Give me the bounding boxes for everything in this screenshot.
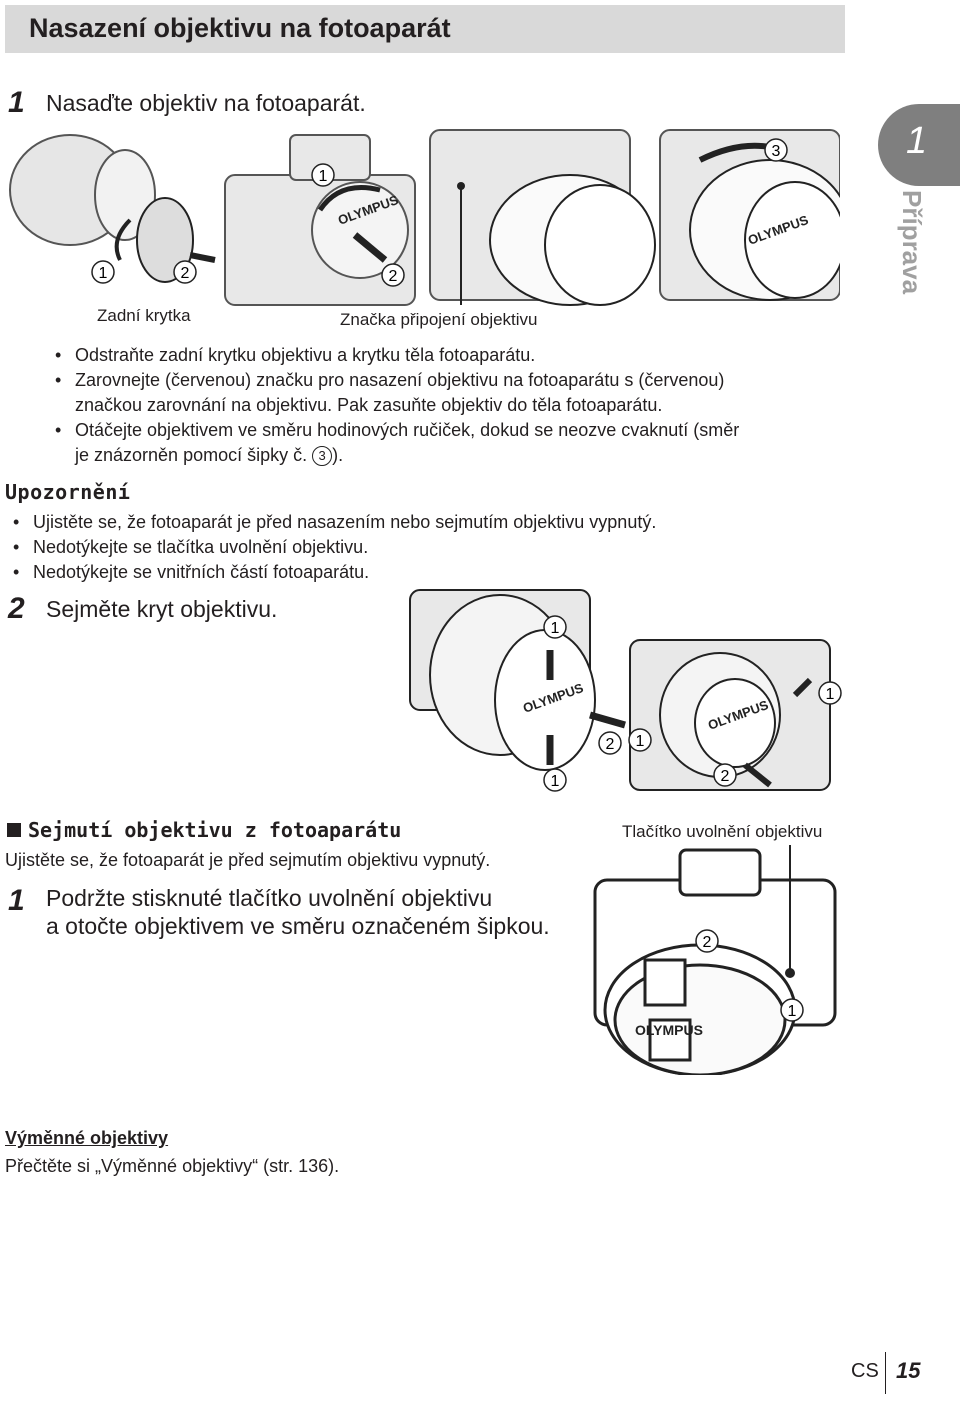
bullet-3: Otáčejte objektivem ve směru hodinových … bbox=[55, 418, 739, 443]
marker-1b: 1 bbox=[319, 168, 328, 185]
chapter-tab: 1 bbox=[878, 104, 960, 186]
removal-note: Ujistěte se, že fotoaparát je před sejmu… bbox=[5, 850, 491, 870]
removal-step-line2: a otočte objektivem ve směru označeném š… bbox=[46, 913, 550, 939]
marker-s2-1a: 1 bbox=[551, 620, 560, 637]
removal-heading: Sejmutí objektivu z fotoaparátu bbox=[28, 818, 402, 842]
arrow-ref-marker: 3 bbox=[312, 446, 333, 467]
step2-number: 2 bbox=[8, 592, 25, 625]
marker-s2-2b: 2 bbox=[721, 768, 730, 785]
bullet-2-cont: značkou zarovnání na objektivu. Pak zasu… bbox=[75, 395, 663, 415]
step1-number: 1 bbox=[8, 86, 25, 119]
caution-item-2: Nedotýkejte se tlačítka uvolnění objekti… bbox=[13, 535, 368, 560]
caution-heading: Upozornění bbox=[5, 480, 131, 504]
camera-body-3 bbox=[659, 129, 840, 301]
removal-step-line1: Podržte stisknuté tlačítko uvolnění obje… bbox=[46, 885, 493, 911]
step2-title: Sejměte kryt objektivu. bbox=[46, 596, 278, 622]
bullet-1: Odstraňte zadní krytku objektivu a krytk… bbox=[55, 343, 535, 368]
release-button-label: Tlačítko uvolnění objektivu bbox=[622, 822, 823, 841]
marker-s2-1d: 1 bbox=[826, 686, 835, 703]
chapter-number: 1 bbox=[906, 120, 928, 162]
interchangeable-heading: Výměnné objektivy bbox=[5, 1128, 169, 1148]
lens-cap-illustration: 1 1 2 1 1 2 OLYMPUS OLYMPUS bbox=[409, 589, 842, 792]
marker-s2-2a: 2 bbox=[606, 736, 615, 753]
marker-1a: 1 bbox=[99, 265, 108, 282]
lens-rear-view bbox=[9, 134, 194, 283]
marker-2b: 2 bbox=[389, 268, 398, 285]
footer-language: CS bbox=[851, 1360, 879, 1382]
marker-r-1: 1 bbox=[788, 1003, 797, 1020]
caution-item-1: Ujistěte se, že fotoaparát je před nasaz… bbox=[13, 510, 656, 535]
removal-step-number: 1 bbox=[8, 884, 25, 917]
interchangeable-text: Přečtěte si „Výměnné objektivy“ (str. 13… bbox=[5, 1156, 340, 1176]
mount-mark-label: Značka připojení objektivu bbox=[340, 310, 538, 329]
title-bar: Nasazení objektivu na fotoaparát bbox=[5, 5, 845, 53]
step-markers: 1 2 1 2 3 bbox=[91, 138, 788, 287]
marker-3: 3 bbox=[772, 143, 781, 160]
marker-s2-1b: 1 bbox=[551, 773, 560, 790]
page-number: 15 bbox=[896, 1358, 921, 1383]
section-square-icon bbox=[7, 823, 21, 837]
marker-2a: 2 bbox=[181, 265, 190, 282]
footer-divider bbox=[885, 1352, 886, 1394]
marker-r-2: 2 bbox=[703, 934, 712, 951]
camera-body-2 bbox=[429, 129, 656, 306]
marker-s2-1c: 1 bbox=[636, 733, 645, 750]
lens-removal-illustration: 2 1 OLYMPUS bbox=[593, 845, 837, 1075]
brand-logo-5: OLYMPUS bbox=[635, 1022, 703, 1038]
mount-illustration: 1 2 1 2 3 OLYMPUS OLYMPUS bbox=[9, 129, 840, 306]
page-title: Nasazení objektivu na fotoaparát bbox=[29, 13, 451, 43]
chapter-label: Příprava bbox=[897, 190, 927, 295]
step1-title: Nasaďte objektiv na fotoaparát. bbox=[46, 90, 366, 116]
rear-cap-label: Zadní krytka bbox=[97, 306, 191, 325]
camera-body-1 bbox=[224, 134, 416, 306]
bullet-3-cont: je znázorněn pomocí šipky č. 3). bbox=[75, 445, 344, 467]
caution-item-3: Nedotýkejte se vnitřních částí fotoapará… bbox=[13, 560, 369, 585]
bullet-2: Zarovnejte (červenou) značku pro nasazen… bbox=[55, 368, 724, 393]
